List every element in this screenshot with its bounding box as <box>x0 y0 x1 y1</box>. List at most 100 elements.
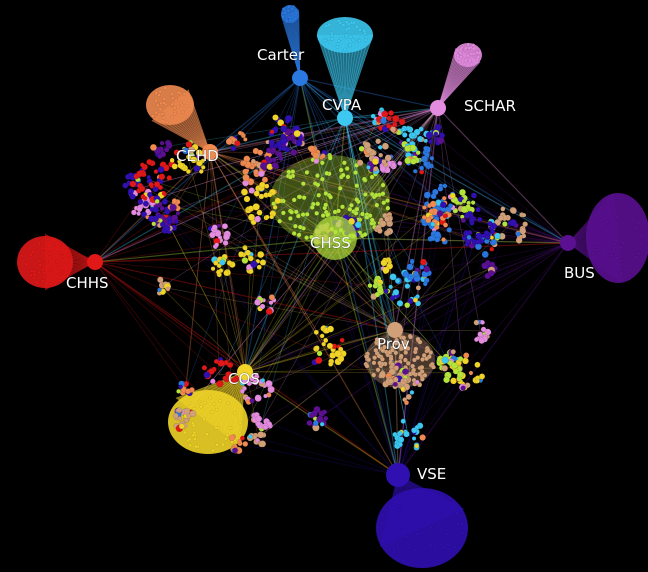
edge <box>257 169 569 244</box>
fan-ray <box>158 114 211 153</box>
node <box>225 138 233 145</box>
node <box>38 263 43 267</box>
edge <box>163 214 246 373</box>
node <box>243 137 248 142</box>
fan-ray <box>437 57 473 109</box>
hub-edge <box>334 237 569 244</box>
node <box>250 158 256 164</box>
node <box>376 353 382 359</box>
node <box>189 410 197 418</box>
edge <box>237 77 301 142</box>
node <box>252 379 259 386</box>
node <box>60 270 65 274</box>
fan-ray <box>567 193 614 244</box>
node <box>488 270 495 277</box>
edge <box>94 227 347 263</box>
edge <box>397 226 480 476</box>
node <box>515 231 521 237</box>
edge <box>397 238 470 476</box>
node <box>450 377 457 385</box>
node <box>470 192 477 199</box>
node <box>162 101 166 105</box>
node <box>286 8 290 13</box>
node <box>470 200 476 205</box>
node <box>32 273 37 277</box>
edge <box>209 151 327 348</box>
node <box>402 270 410 278</box>
node <box>397 511 402 515</box>
node <box>477 331 484 338</box>
node <box>475 239 481 245</box>
node <box>627 264 631 268</box>
node <box>57 279 62 283</box>
node <box>343 47 347 52</box>
node <box>362 232 368 237</box>
node <box>364 35 369 39</box>
node <box>330 33 334 38</box>
node <box>419 434 426 441</box>
node <box>191 433 196 437</box>
node <box>297 194 303 200</box>
node <box>176 90 181 95</box>
fan-ray <box>170 103 211 153</box>
node <box>323 191 329 196</box>
node <box>417 371 422 377</box>
node <box>154 198 160 204</box>
node <box>327 22 332 27</box>
node <box>475 207 481 213</box>
hub-layer <box>87 70 576 487</box>
node <box>328 194 333 200</box>
node <box>618 246 622 250</box>
cluster-blob <box>168 390 248 454</box>
node <box>441 237 446 242</box>
node <box>397 533 402 537</box>
node <box>619 271 624 275</box>
node <box>129 180 137 188</box>
node <box>475 50 479 55</box>
node <box>347 207 353 212</box>
node <box>389 273 397 281</box>
edge <box>244 269 489 373</box>
edge <box>283 131 399 476</box>
node <box>452 368 459 375</box>
node <box>397 442 403 448</box>
fan-ray <box>437 48 458 109</box>
node <box>215 269 221 275</box>
node <box>605 254 610 258</box>
node <box>436 210 444 217</box>
node <box>621 241 626 245</box>
node <box>30 269 34 274</box>
node <box>304 211 310 217</box>
node <box>157 184 164 191</box>
edge <box>257 329 396 438</box>
node <box>420 258 427 266</box>
node <box>468 370 474 376</box>
node <box>365 146 373 154</box>
node <box>161 191 167 196</box>
node <box>221 223 228 230</box>
node <box>424 501 429 505</box>
node <box>366 165 371 170</box>
node <box>315 356 323 365</box>
edge <box>143 107 439 188</box>
fan-ray <box>44 261 96 265</box>
node <box>41 279 45 283</box>
node <box>352 20 356 25</box>
edge <box>437 107 481 331</box>
node <box>223 270 230 276</box>
node <box>374 337 380 342</box>
edge <box>94 152 318 263</box>
node <box>304 235 309 241</box>
edge <box>299 77 422 161</box>
node <box>321 409 327 415</box>
node <box>300 212 306 217</box>
node <box>324 170 330 176</box>
node <box>411 427 418 434</box>
node <box>263 425 268 430</box>
node <box>330 37 334 41</box>
node <box>398 345 404 351</box>
node <box>335 45 340 49</box>
node <box>158 173 166 181</box>
